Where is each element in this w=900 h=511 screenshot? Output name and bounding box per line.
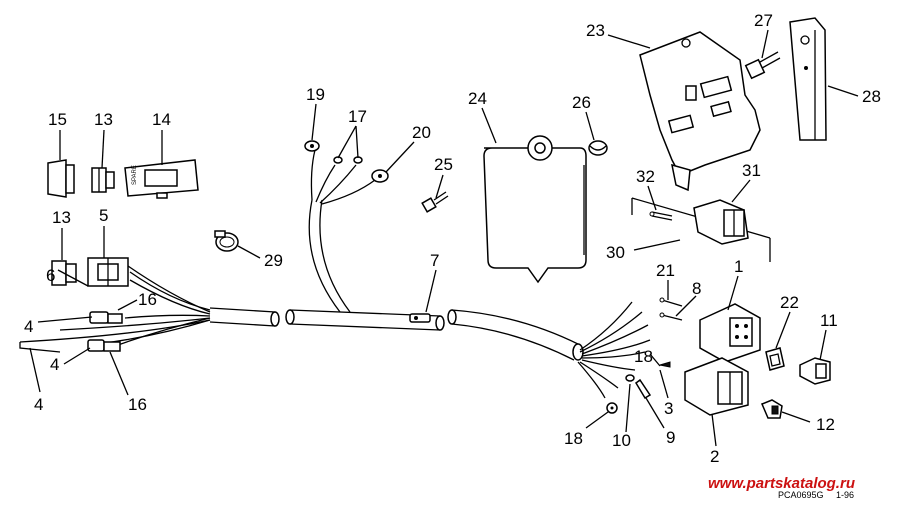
callout-9: 9	[666, 428, 675, 447]
part-13-plug	[91, 167, 115, 193]
part-13-plug-lower	[51, 260, 77, 286]
callout-8: 8	[692, 279, 701, 298]
part-27-bolt	[744, 51, 781, 80]
right-terminals	[606, 361, 671, 414]
callout-numbers: 15 13 14 13 5 6 16 4 4 4 16 19 17 20 25 …	[24, 11, 881, 466]
spare-label: SPARE	[132, 165, 138, 185]
part-14-connector: SPARE	[124, 159, 199, 199]
callout-3: 3	[664, 399, 673, 418]
callout-6: 6	[46, 266, 55, 285]
catalog-code: PCA0695G	[778, 490, 824, 500]
callout-7: 7	[430, 251, 439, 270]
part-31-plug	[693, 199, 749, 245]
callout-4-upper: 4	[24, 317, 33, 336]
date-code: 1-96	[836, 490, 854, 500]
callout-19: 19	[306, 85, 325, 104]
callout-26: 26	[572, 93, 591, 112]
part-23-bracket	[639, 31, 761, 192]
callout-13-lower: 13	[52, 208, 71, 227]
part-29-clip	[214, 230, 239, 252]
callout-13: 13	[94, 110, 113, 129]
watermark-text: www.partskatalog.ru	[708, 475, 855, 492]
part-32-pin	[649, 211, 673, 221]
part-12-plug	[761, 399, 783, 419]
callout-31: 31	[742, 161, 761, 180]
part-21-terminal	[659, 297, 683, 307]
part-8-terminal	[659, 312, 683, 321]
callout-1: 1	[734, 257, 743, 276]
part-15-cap	[47, 159, 75, 198]
callout-27: 27	[754, 11, 773, 30]
callout-15: 15	[48, 110, 67, 129]
callout-24: 24	[468, 89, 487, 108]
part-16-bullet-connector-lower	[87, 339, 121, 352]
part-25-screw	[421, 191, 449, 213]
part-2-connector	[684, 357, 749, 416]
part-24-module	[483, 135, 587, 284]
callout-4-middle: 4	[50, 355, 59, 374]
right-wire-fanout	[577, 301, 651, 399]
callout-18-lower: 18	[564, 429, 583, 448]
callout-23: 23	[586, 21, 605, 40]
callout-18-upper: 18	[634, 347, 653, 366]
left-wire-fanout	[19, 265, 211, 353]
callout-28: 28	[862, 87, 881, 106]
callout-10: 10	[612, 431, 631, 450]
ring-terminal-branch	[308, 149, 376, 313]
inline-connector	[409, 313, 431, 323]
callout-20: 20	[412, 123, 431, 142]
callout-12: 12	[816, 415, 835, 434]
callout-22: 22	[780, 293, 799, 312]
part-1-connector	[699, 303, 761, 363]
callout-4-lower: 4	[34, 395, 43, 414]
callout-29: 29	[264, 251, 283, 270]
callout-30: 30	[606, 243, 625, 262]
callout-16-upper: 16	[138, 290, 157, 309]
part-11-plug	[799, 357, 831, 385]
callout-14: 14	[152, 110, 171, 129]
main-harness-cable	[209, 307, 584, 361]
callout-21: 21	[656, 261, 675, 280]
callout-32: 32	[636, 167, 655, 186]
callout-11: 11	[820, 311, 838, 330]
part-5-connector	[87, 257, 129, 287]
part-28-strap	[789, 17, 827, 141]
callout-16-lower: 16	[128, 395, 147, 414]
leader-lines	[29, 29, 859, 447]
callout-17: 17	[348, 107, 367, 126]
callout-5: 5	[99, 206, 108, 225]
callout-2: 2	[710, 447, 719, 466]
part-26-grommet	[588, 140, 608, 156]
part-22-seal	[765, 347, 785, 371]
ring-terminals	[304, 140, 389, 183]
part-16-bullet-connector-upper	[89, 311, 123, 324]
callout-25: 25	[434, 155, 453, 174]
